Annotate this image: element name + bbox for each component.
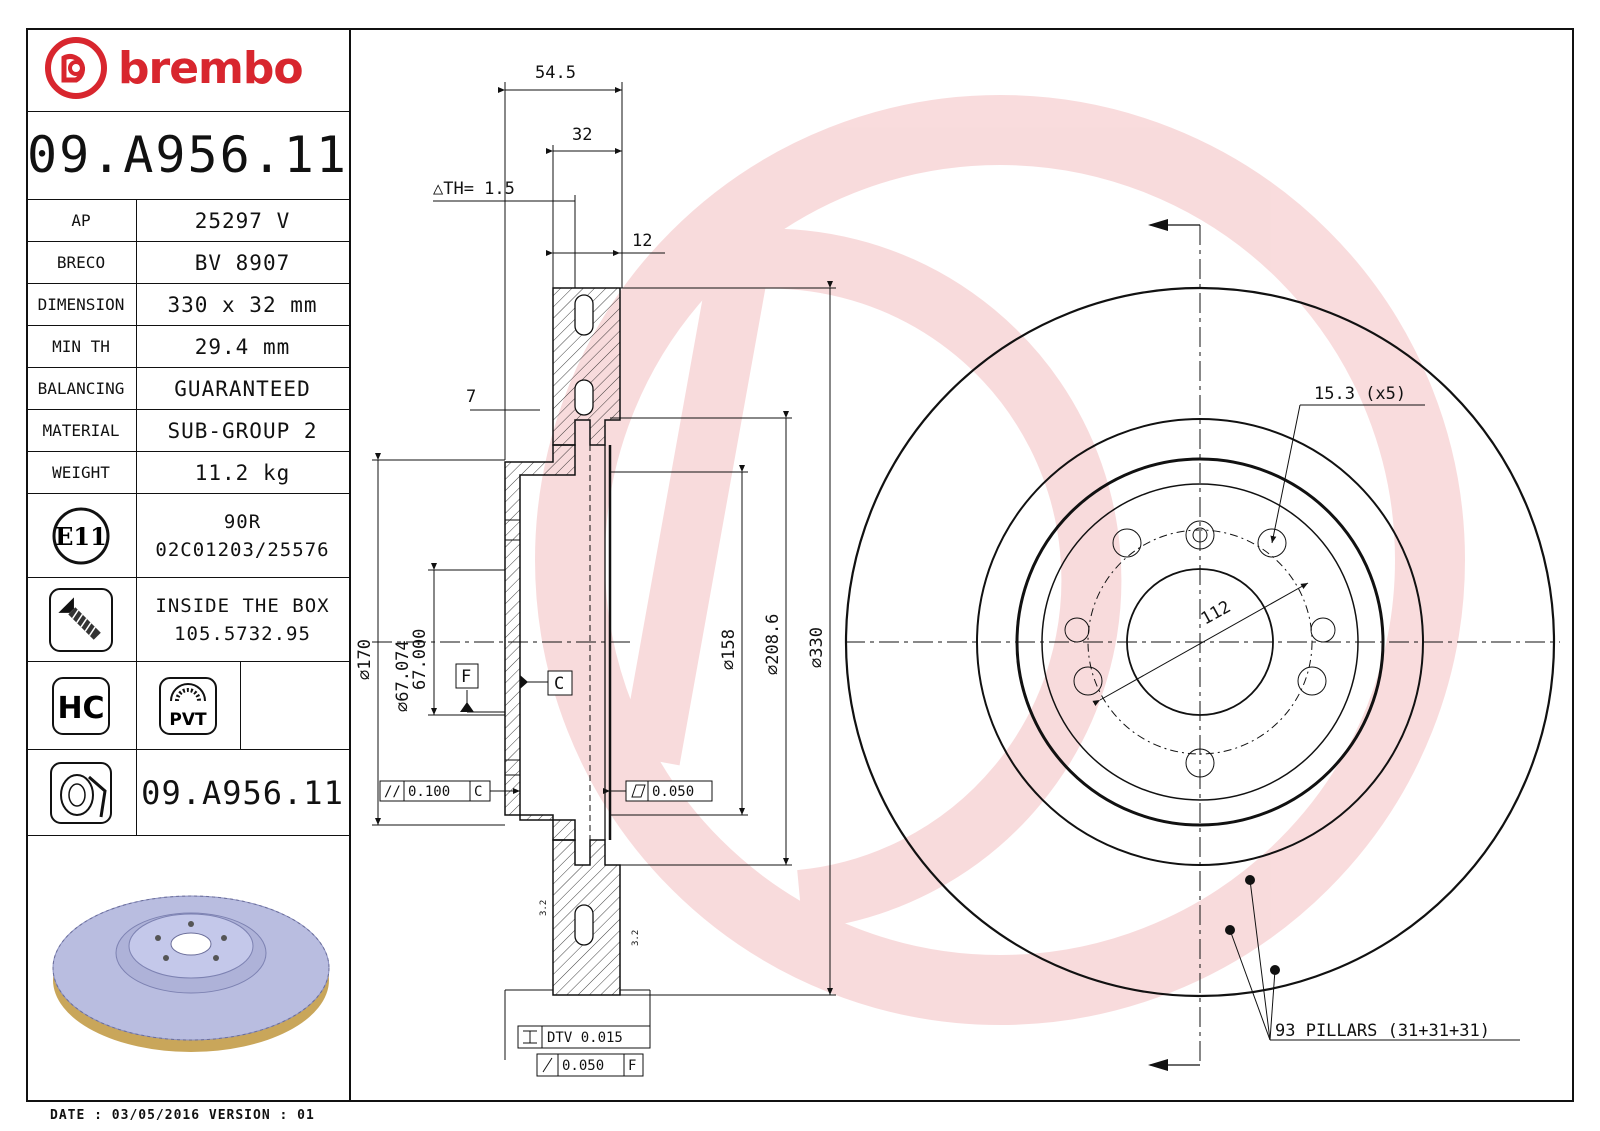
spec-label: BALANCING: [26, 368, 137, 409]
spec-value: GUARANTEED: [174, 376, 311, 401]
dim-bolt-holes: 15.3 (x5): [1314, 384, 1406, 404]
disc-icon-cell: [26, 750, 137, 835]
spec-label: BRECO: [26, 242, 137, 283]
screw-icon: [49, 587, 113, 652]
inside-box-text: INSIDE THE BOX 105.5732.95: [136, 578, 349, 661]
spec-value: 25297 V: [194, 208, 291, 233]
datum-c-label: C: [554, 674, 564, 694]
spec-row: MATERIAL SUB-GROUP 2: [26, 410, 349, 452]
dim-disc-thickness: 32: [572, 125, 592, 145]
inside-box-line1: INSIDE THE BOX: [155, 594, 330, 617]
axial-runout-value: 0.050: [562, 1058, 604, 1074]
brand-logo: brembo: [44, 36, 304, 100]
brembo-logo-icon: [45, 37, 107, 99]
datum-c-marker: [520, 675, 528, 689]
inside-box-row: INSIDE THE BOX 105.5732.95: [26, 578, 349, 662]
homologation-line2: 02C01203/25576: [155, 538, 330, 561]
bottom-part-row: 09.A956.11: [26, 750, 349, 836]
hc-badge-icon: HC: [52, 676, 110, 735]
spec-row: DIMENSION 330 x 32 mm: [26, 284, 349, 326]
dim-vent-width: 12: [632, 231, 652, 251]
dim-d208: ⌀208.6: [763, 614, 783, 675]
badges-row: HC PVT: [26, 662, 349, 750]
homologation-text: 90R 02C01203/25576: [136, 494, 349, 577]
disc-rendering: [52, 895, 330, 1052]
dtv-value: DTV 0.015: [547, 1030, 623, 1046]
datum-c-box: [547, 670, 573, 696]
footer-date-version: DATE : 03/05/2016 VERSION : 01: [50, 1108, 315, 1123]
part-number: 09.A956.11: [26, 126, 349, 184]
spec-row: BRECO BV 8907: [26, 242, 349, 284]
spec-label: WEIGHT: [26, 452, 137, 493]
dim-d67-000: 67.000: [410, 629, 430, 690]
dim-overall-width: 54.5: [535, 63, 576, 83]
hc-cell: HC: [26, 662, 137, 749]
datum-f-label: F: [461, 667, 471, 687]
pvt-badge-icon: PVT: [159, 676, 217, 735]
pvt-label: PVT: [169, 710, 207, 730]
dtv-frame: DTV 0.015: [517, 1025, 651, 1049]
brand-row: brembo: [26, 28, 349, 112]
inside-box-line2: 105.5732.95: [174, 622, 311, 645]
e11-cell: E11: [26, 494, 137, 577]
spec-row: BALANCING GUARANTEED: [26, 368, 349, 410]
dim-d330: ⌀330: [807, 627, 827, 668]
spec-label: DIMENSION: [26, 284, 137, 325]
spec-value: 330 x 32 mm: [167, 292, 318, 317]
front-view: [844, 224, 1560, 1066]
dim-hat-offset: 7: [466, 387, 476, 407]
screw-cell: [26, 578, 137, 661]
datum-f-box: [455, 663, 479, 689]
e11-badge-icon: E11: [52, 507, 110, 564]
flatness-value: 0.050: [652, 784, 694, 800]
dim-d67-074: ⌀67.074: [393, 640, 413, 712]
spec-value: 29.4 mm: [194, 334, 291, 359]
flatness-frame: 0.050: [625, 780, 713, 802]
spec-value: 11.2 kg: [194, 460, 291, 485]
runout-datum: C: [474, 784, 482, 800]
svg-text://: //: [384, 784, 401, 800]
section-view: [372, 287, 632, 996]
roughness-right: 3.2: [631, 930, 641, 946]
hc-label: HC: [57, 691, 104, 726]
spec-label: AP: [26, 200, 137, 241]
runout-value: 0.100: [408, 784, 450, 800]
brembo-watermark: [535, 95, 1465, 1025]
dim-pcd: 112: [1198, 597, 1235, 629]
axial-runout-datum: F: [628, 1058, 636, 1074]
bottom-part-number: 09.A956.11: [141, 773, 344, 812]
spec-row: AP 25297 V: [26, 200, 349, 242]
spec-row: WEIGHT 11.2 kg: [26, 452, 349, 494]
spec-value: BV 8907: [194, 250, 291, 275]
runout-frame: // 0.100 C: [379, 780, 491, 802]
section-arrow-top: [1148, 219, 1168, 231]
dim-pillars: 93 PILLARS (31+31+31): [1275, 1021, 1490, 1041]
pvt-cell: PVT: [136, 662, 241, 749]
homologation-row: E11 90R 02C01203/25576: [26, 494, 349, 578]
spec-value: SUB-GROUP 2: [167, 418, 318, 443]
drawing-frame: [26, 28, 1574, 1102]
roughness-left: 3.2: [539, 900, 549, 916]
dim-delta-th: △TH= 1.5: [433, 179, 515, 199]
part-number-row: 09.A956.11: [26, 112, 349, 200]
section-dimensions: [372, 82, 836, 1060]
dim-d158: ⌀158: [719, 629, 739, 670]
axial-runout-frame: 0.050 F: [536, 1053, 644, 1077]
spec-label: MATERIAL: [26, 410, 137, 451]
datum-f-marker: [460, 702, 474, 712]
section-arrow-bottom: [1148, 1059, 1168, 1071]
e11-label: E11: [55, 522, 107, 551]
spec-row: MIN TH 29.4 mm: [26, 326, 349, 368]
dim-d170: ⌀170: [355, 639, 375, 680]
homologation-line1: 90R: [223, 510, 262, 533]
brand-name: brembo: [118, 42, 304, 94]
pillar-markers: [1225, 875, 1280, 975]
disc-profile-icon: [50, 761, 112, 824]
spec-label: MIN TH: [26, 326, 137, 367]
